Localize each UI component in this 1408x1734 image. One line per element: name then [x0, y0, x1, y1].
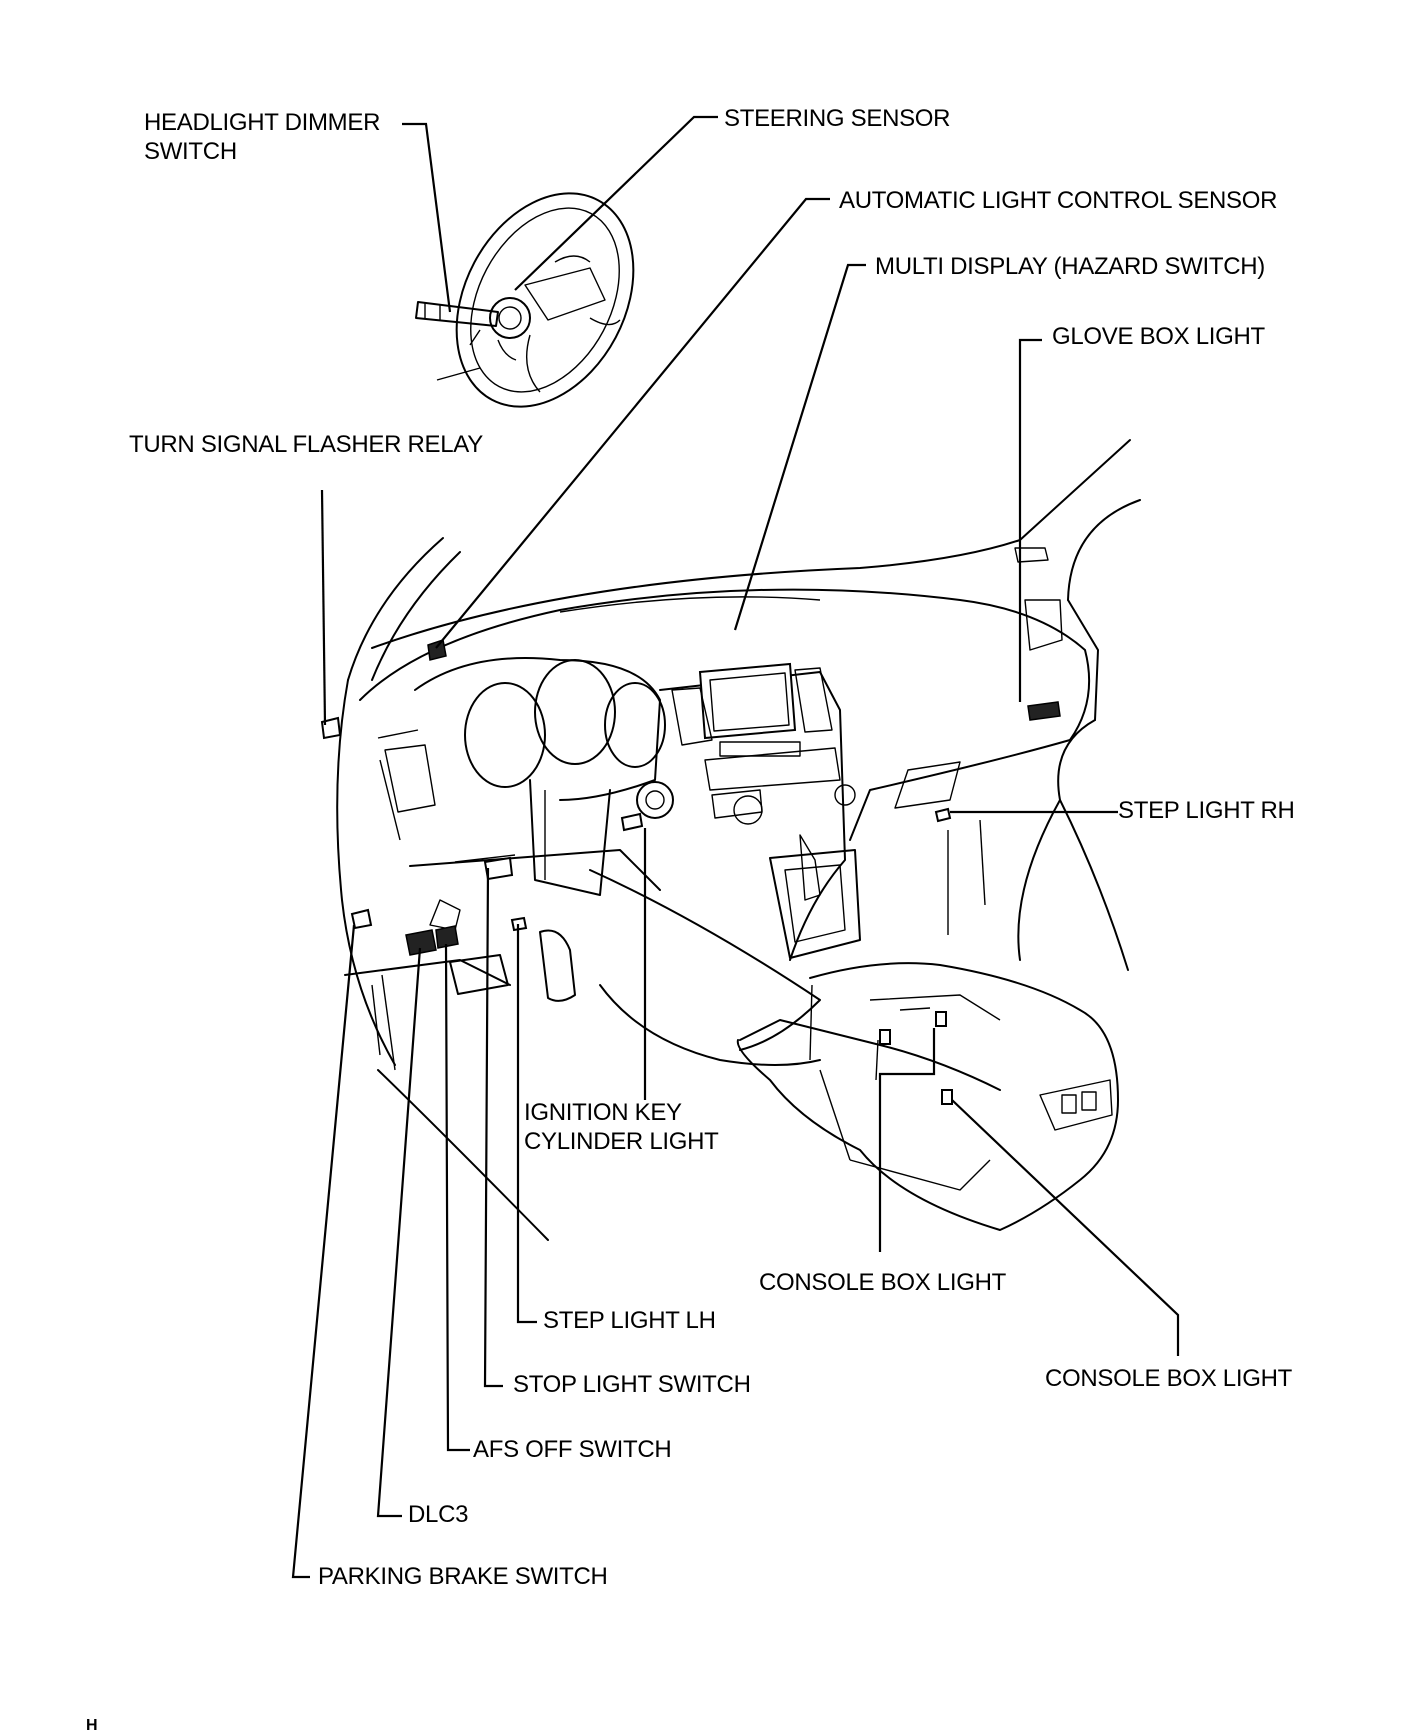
component-symbols: [320, 639, 1061, 1105]
glove-box-light-label: GLOVE BOX LIGHT: [1052, 323, 1265, 350]
headlight-dimmer-switch-label: HEADLIGHT DIMMER SWITCH: [144, 109, 381, 165]
stop-light-switch-label: STOP LIGHT SWITCH: [513, 1371, 751, 1398]
console-box-light-label: CONSOLE BOX LIGHT: [759, 1269, 1006, 1296]
turn-signal-flasher-relay-label: TURN SIGNAL FLASHER RELAY: [129, 431, 483, 458]
step-light-rh-label: STEP LIGHT RH: [1118, 797, 1295, 824]
console-box-light-icon: [935, 1011, 947, 1027]
step-light-lh-label: STEP LIGHT LH: [543, 1307, 716, 1334]
instrument-panel-illustration: [336, 439, 1141, 1241]
turn-signal-flasher-relay-icon: [320, 716, 342, 740]
console-box-light-icon: [879, 1029, 891, 1045]
dlc3-label: DLC3: [408, 1501, 469, 1528]
console-box-light-label: CONSOLE BOX LIGHT: [1045, 1365, 1292, 1392]
parking-brake-switch-label: PARKING BRAKE SWITCH: [318, 1563, 608, 1590]
ignition-key-cylinder-icon: [620, 812, 644, 832]
step-light-rh-icon: [934, 807, 952, 823]
ignition-key-cylinder-light-label: IGNITION KEY CYLINDER LIGHT: [524, 1099, 719, 1155]
steering-sensor-label: STEERING SENSOR: [724, 105, 951, 132]
multi-display-label: MULTI DISPLAY (HAZARD SWITCH): [875, 253, 1265, 280]
afs-off-switch-icon: [435, 925, 459, 949]
automatic-light-control-sensor-icon: [427, 639, 447, 661]
parking-brake-switch-icon: [350, 908, 373, 930]
dlc3-icon: [405, 929, 437, 956]
steering-wheel-illustration: [415, 192, 635, 408]
glove-box-light-icon: [1027, 701, 1061, 721]
leader-lines: [291, 115, 1180, 1579]
console-box-light-icon: [941, 1089, 953, 1105]
page-marker: H: [86, 1717, 98, 1734]
automatic-light-control-sensor-label: AUTOMATIC LIGHT CONTROL SENSOR: [839, 187, 1278, 214]
afs-off-switch-label: AFS OFF SWITCH: [473, 1436, 672, 1463]
